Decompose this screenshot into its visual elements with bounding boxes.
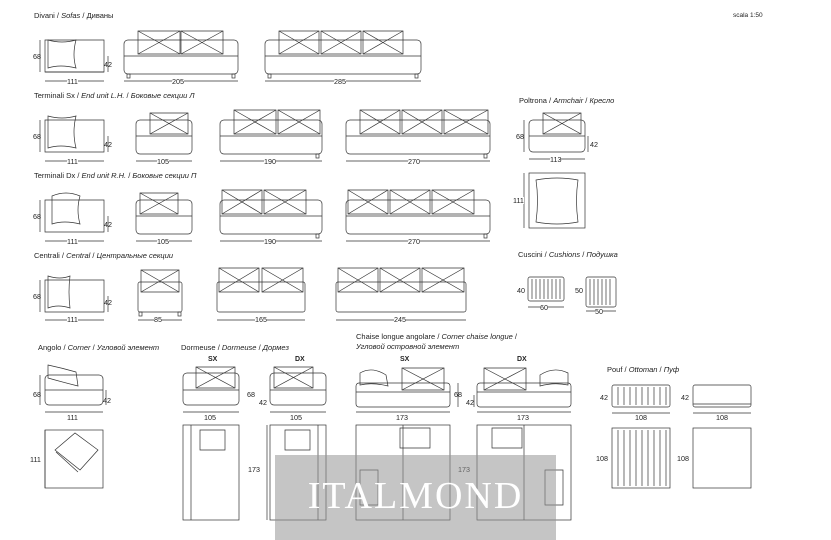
dim-corner-height: 42 <box>103 396 111 405</box>
dim-chaise-dx-width: 173 <box>517 413 529 422</box>
dim-endrh-side: 111 <box>67 237 78 246</box>
dim-corner-plan: 111 <box>30 455 41 464</box>
dim-cushion2-width: 50 <box>595 307 603 316</box>
cushion-50 <box>585 276 617 308</box>
ottoman-plain-side <box>692 384 752 408</box>
end-rh-270 <box>345 189 491 239</box>
dim-ottoman2-height: 42 <box>681 393 689 402</box>
scale-label: scala 1:50 <box>733 12 763 19</box>
cushion-60 <box>527 276 565 302</box>
armchair-plan <box>528 172 586 229</box>
dormeuse-sx-plan <box>182 424 240 521</box>
end-rh-side <box>44 192 105 233</box>
central-165 <box>216 267 306 313</box>
dim-dormeuse-depth: 68 <box>247 390 255 399</box>
label-sx-dormeuse: SX <box>208 356 218 363</box>
dim-sofa-205: 205 <box>172 77 184 86</box>
dim-dormeuse-sx-width: 105 <box>204 413 216 422</box>
dim-endlh-depth: 68 <box>33 132 41 141</box>
dim-endlh-270: 270 <box>408 157 420 166</box>
label-sx-chaise: SX <box>400 356 410 363</box>
dim-cushion1-width: 60 <box>540 303 548 312</box>
dim-ottoman1-height: 42 <box>600 393 608 402</box>
dim-chaise-sx-width: 173 <box>396 413 408 422</box>
dim-dormeuse-dx-width: 105 <box>290 413 302 422</box>
dormeuse-sx-front <box>182 366 240 406</box>
dim-endlh-105: 105 <box>157 157 169 166</box>
sofa-205-front <box>123 30 239 79</box>
central-side <box>44 275 105 313</box>
corner-plan <box>44 429 104 489</box>
heading-pouf: Pouf / Ottoman / Пуф <box>607 365 680 374</box>
end-rh-105 <box>135 192 193 235</box>
end-lh-side <box>44 115 105 153</box>
watermark-box <box>275 455 556 540</box>
dim-sofa-285: 285 <box>334 77 346 86</box>
dim-corner-width: 111 <box>67 413 78 422</box>
heading-armchair: Poltrona / Armchair / Кресло <box>519 96 615 105</box>
end-lh-105 <box>135 112 193 155</box>
dim-endlh-height: 42 <box>104 140 112 149</box>
dim-endrh-105: 105 <box>157 237 169 246</box>
dim-dormeuse-height: 42 <box>259 398 267 407</box>
dim-central-side: 111 <box>67 315 78 324</box>
dim-endrh-270: 270 <box>408 237 420 246</box>
corner-front <box>44 364 104 406</box>
dim-chaise-height: 42 <box>466 398 474 407</box>
heading-chaise-line1: Chaise longue angolare / Corner chaise l… <box>356 332 517 341</box>
dim-armchair-depth: 68 <box>516 132 524 141</box>
dim-central-depth: 68 <box>33 292 41 301</box>
dim-sofa-height: 42 <box>104 60 112 69</box>
heading-cushions: Cuscini / Cushions / Подушка <box>518 250 618 259</box>
sofa-side-view <box>44 39 105 73</box>
heading-end-rh: Terminali Dx / End unit R.H. / Боковые с… <box>34 171 197 180</box>
dim-armchair-height: 42 <box>590 140 598 149</box>
dim-central-165: 165 <box>255 315 267 324</box>
dim-ottoman2-plan: 108 <box>677 454 689 463</box>
dim-central-85: 85 <box>154 315 162 324</box>
armchair-front <box>528 112 586 153</box>
dim-central-height: 42 <box>104 298 112 307</box>
dim-ottoman1-plan: 108 <box>596 454 608 463</box>
chaise-sx-front <box>355 367 451 408</box>
label-dx-chaise: DX <box>517 356 527 363</box>
sofa-285-front <box>264 30 422 79</box>
ottoman-striped-side <box>611 384 671 408</box>
dim-chaise-depth: 68 <box>454 390 462 399</box>
dim-endrh-depth: 68 <box>33 212 41 221</box>
label-dx-dormeuse: DX <box>295 356 305 363</box>
end-lh-190 <box>219 109 323 159</box>
end-lh-270 <box>345 109 491 159</box>
chaise-dx-front <box>476 367 572 408</box>
dim-dormeuse-length: 173 <box>248 465 260 474</box>
dim-endrh-height: 42 <box>104 220 112 229</box>
dim-endrh-190: 190 <box>264 237 276 246</box>
heading-chaise-line2: Угловой островной элемент <box>356 342 460 351</box>
dim-sofa-side-width: 111 <box>67 77 78 86</box>
heading-end-lh: Terminali Sx / End unit L.H. / Боковые с… <box>34 91 195 100</box>
dim-armchair-width: 113 <box>550 155 562 164</box>
dim-endlh-190: 190 <box>264 157 276 166</box>
watermark-logo: ITALMOND <box>307 475 524 517</box>
ottoman-plain-plan <box>692 427 752 489</box>
heading-central: Centrali / Central / Центральные секции <box>34 251 174 260</box>
ottoman-striped-plan <box>611 427 671 489</box>
dormeuse-dx-front <box>269 366 327 406</box>
central-245 <box>335 267 467 313</box>
dim-sofa-depth: 68 <box>33 52 41 61</box>
dim-cushion1-height: 40 <box>517 286 525 295</box>
heading-corner: Angolo / Corner / Угловой элемент <box>38 343 160 352</box>
heading-sofas: Divani / Sofas / Диваны <box>34 11 114 20</box>
dim-cushion2-height: 50 <box>575 286 583 295</box>
end-rh-190 <box>219 189 323 239</box>
dim-ottoman1-width: 108 <box>635 413 647 422</box>
heading-dormeuse: Dormeuse / Dormeuse / Дормез <box>181 343 290 352</box>
dim-armchair-plan: 111 <box>513 196 524 205</box>
central-85 <box>137 269 183 317</box>
dim-corner-depth: 68 <box>33 390 41 399</box>
dim-central-245: 245 <box>394 315 406 324</box>
dim-endlh-side: 111 <box>67 157 78 166</box>
dim-ottoman2-width: 108 <box>716 413 728 422</box>
